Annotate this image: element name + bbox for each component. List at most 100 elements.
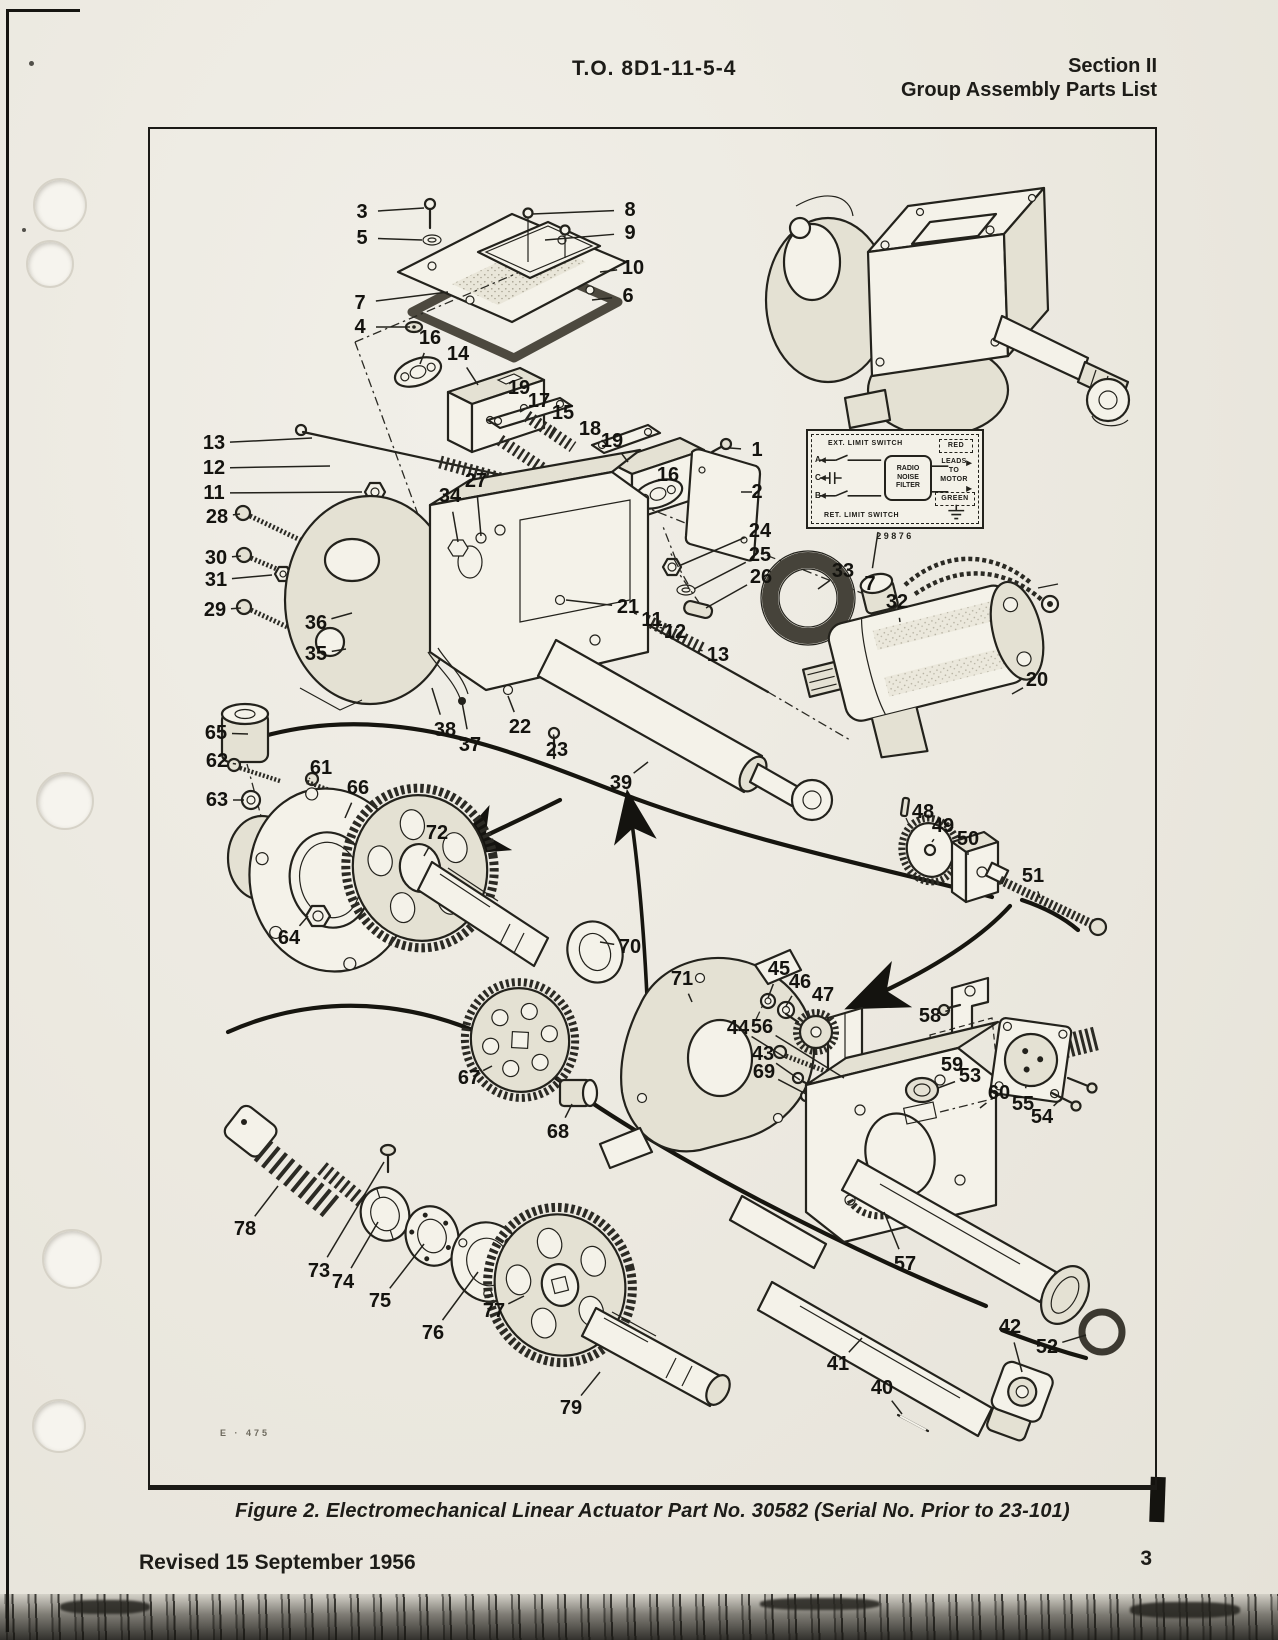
callout-13: 13 [203, 432, 225, 454]
callout-1: 1 [751, 439, 762, 461]
callout-11: 11 [203, 482, 224, 504]
callout-leader-25 [693, 561, 747, 590]
callout-leader-3 [377, 207, 425, 212]
wiring-diagram-inner: EXT. LIMIT SWITCH A C B RADIO NOISE FILT… [811, 434, 979, 524]
callout-leader-41 [848, 1337, 863, 1353]
radio-noise-filter-box: RADIO NOISE FILTER [884, 455, 932, 501]
callout-65: 65 [205, 722, 227, 744]
part-limit-screw-group [898, 796, 1108, 937]
callout-leader-9 [544, 233, 615, 241]
callout-leader-11 [229, 491, 363, 494]
callout-leader-73 [326, 1161, 385, 1258]
callout-leader-72 [423, 846, 430, 857]
callout-leader-10 [599, 269, 618, 273]
callout-19: 19 [601, 430, 623, 452]
callout-leader-75 [389, 1243, 425, 1289]
callout-leader-34 [452, 511, 459, 543]
leads-line: LEADS [941, 458, 967, 465]
callout-leader-68 [564, 1103, 573, 1119]
callout-leader-7 [871, 531, 879, 569]
callout-leader-20 [1011, 687, 1024, 695]
callout-leader-15 [548, 426, 556, 438]
callout-79: 79 [560, 1397, 582, 1419]
plate-code: E · 475 [220, 1428, 271, 1438]
callout-leader-69 [777, 1078, 807, 1095]
scan-smudge [60, 1600, 150, 1614]
callout-54: 54 [1031, 1106, 1054, 1128]
callout-24: 24 [749, 520, 772, 542]
part-gear-cover [598, 948, 816, 1170]
callout-45: 45 [768, 958, 790, 980]
callout-53: 53 [959, 1065, 981, 1087]
callout-41: 41 [827, 1353, 849, 1375]
callout-leader-76 [441, 1271, 479, 1321]
callout-62: 62 [206, 750, 228, 772]
to-number: T.O. 8D1-11-5-4 [572, 57, 737, 80]
callout-leader-12 [659, 626, 663, 629]
callout-leader-53 [937, 1080, 956, 1089]
callout-leader-40 [891, 1400, 903, 1415]
callout-leader-24 [680, 536, 746, 566]
callout-leader-32 [898, 617, 901, 623]
ret-limit-switch-label: RET. LIMIT SWITCH [824, 512, 900, 519]
callout-leader-8 [531, 209, 615, 215]
part-ring-gasket [760, 550, 856, 646]
callout-16: 16 [657, 464, 679, 486]
leads-line: MOTOR [940, 475, 968, 483]
callout-3: 3 [356, 201, 367, 223]
callout-leader-5 [377, 237, 423, 241]
callout-77: 77 [483, 1300, 505, 1322]
callout-25: 25 [749, 544, 771, 566]
callout-46: 46 [789, 971, 811, 993]
callout-76: 76 [422, 1322, 444, 1344]
callout-48: 48 [912, 801, 934, 823]
section-subtitle: Group Assembly Parts List [901, 79, 1157, 101]
callout-leader-35 [331, 648, 347, 653]
callout-leader-52 [1062, 1334, 1087, 1344]
callout-26: 26 [750, 566, 772, 588]
callout-leader-66 [344, 802, 353, 819]
scan-smudge [1130, 1602, 1240, 1618]
callout-leader-54 [1053, 1097, 1063, 1107]
callout-42: 42 [999, 1316, 1021, 1338]
callout-39: 39 [610, 772, 632, 794]
part-idler-gear [460, 978, 599, 1108]
punch-hole [33, 178, 87, 232]
callout-leader-26 [705, 584, 748, 609]
part-extension-tube [536, 638, 834, 822]
callout-12: 12 [203, 457, 225, 479]
part-motor [801, 556, 1060, 759]
terminal-c: C [815, 473, 821, 482]
callout-63: 63 [206, 789, 228, 811]
punch-hole [36, 772, 94, 830]
callout-7: 7 [354, 292, 365, 314]
revision-date: Revised 15 September 1956 [139, 1551, 416, 1574]
callout-leader-67 [482, 1065, 493, 1072]
ext-limit-switch-label: EXT. LIMIT SWITCH [828, 440, 903, 447]
filter-line: FILTER [896, 482, 920, 490]
callout-21: 21 [617, 596, 639, 618]
filter-line: NOISE [897, 473, 919, 481]
part-main-gear [341, 783, 624, 984]
callout-58: 58 [919, 1005, 941, 1027]
punch-hole [32, 1399, 86, 1453]
callout-33: 33 [832, 560, 854, 582]
part-clutch-spring-stack [223, 1104, 526, 1303]
punch-hole [26, 240, 74, 288]
callout-66: 66 [347, 777, 369, 799]
callout-60: 60 [988, 1082, 1010, 1104]
punch-hole [42, 1229, 102, 1289]
ink-speck [29, 61, 34, 66]
callout-37: 37 [459, 734, 481, 756]
green-lead-box: GREEN [935, 492, 975, 506]
callout-leader-28 [232, 513, 241, 516]
callout-leader-39 [633, 761, 649, 774]
callout-leader-30 [231, 555, 242, 558]
callout-4: 4 [354, 316, 366, 338]
callout-leader-59 [960, 1049, 963, 1053]
scan-edge-line [6, 10, 9, 1632]
wiring-diagram-box: EXT. LIMIT SWITCH A C B RADIO NOISE FILT… [806, 429, 984, 529]
callout-leader-47 [817, 1010, 821, 1017]
